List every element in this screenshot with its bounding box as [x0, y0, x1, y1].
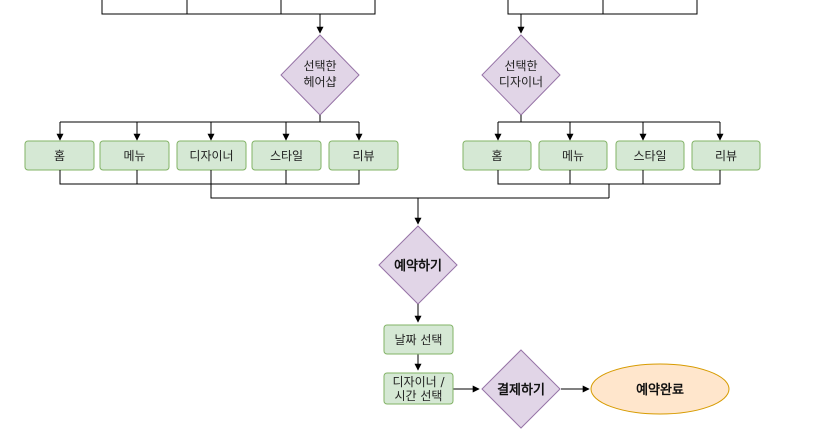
- salon-decision-line2: 헤어샵: [303, 75, 336, 89]
- pay-decision: 결제하기: [481, 349, 561, 429]
- designer-menu-style: 스타일: [615, 140, 685, 171]
- svg-text:스타일: 스타일: [270, 149, 303, 163]
- designer-decision-line2: 디자이너: [499, 75, 543, 89]
- date-select-step: 날짜 선택: [383, 324, 454, 355]
- pay-decision-label: 결제하기: [497, 382, 545, 398]
- top-connectors: [101, 0, 698, 34]
- svg-text:시간 선택: 시간 선택: [395, 389, 443, 403]
- designer-menu: 홈 메뉴 스타일 리뷰: [462, 140, 761, 171]
- svg-text:메뉴: 메뉴: [123, 149, 145, 163]
- salon-menu-review: 리뷰: [328, 140, 399, 171]
- svg-text:리뷰: 리뷰: [352, 149, 374, 163]
- svg-text:날짜 선택: 날짜 선택: [395, 333, 443, 347]
- reserve-decision: 예약하기: [378, 225, 458, 305]
- flow-connectors: [414, 304, 590, 393]
- terminal-label: 예약완료: [636, 382, 684, 398]
- designer-menu-review: 리뷰: [691, 140, 761, 171]
- svg-text:홈: 홈: [491, 149, 502, 163]
- svg-text:메뉴: 메뉴: [562, 149, 584, 163]
- svg-text:리뷰: 리뷰: [715, 149, 737, 163]
- salon-menu-designer: 디자이너: [176, 140, 247, 171]
- salon-menu-home: 홈: [24, 140, 95, 171]
- designer-menu-menu: 메뉴: [538, 140, 608, 171]
- reservation-complete-terminal: 예약완료: [590, 363, 730, 415]
- designer-decision-line1: 선택한: [504, 59, 537, 73]
- salon-decision: 선택한 헤어샵: [280, 34, 360, 116]
- salon-menu-menu: 메뉴: [99, 140, 170, 171]
- salon-decision-line1: 선택한: [303, 59, 336, 73]
- reserve-decision-label: 예약하기: [394, 258, 442, 274]
- salon-menu-style: 스타일: [251, 140, 322, 171]
- merge-connectors: [59, 170, 721, 225]
- salon-menu: 홈 메뉴 디자이너 스타일 리뷰: [24, 140, 399, 171]
- designer-menu-home: 홈: [462, 140, 532, 171]
- svg-text:스타일: 스타일: [633, 149, 666, 163]
- svg-text:홈: 홈: [54, 149, 65, 163]
- designer-time-step: 디자이너 / 시간 선택: [383, 372, 454, 405]
- menu-branch-connectors: [56, 115, 724, 141]
- svg-text:디자이너: 디자이너: [189, 149, 233, 163]
- designer-decision: 선택한 디자이너: [481, 34, 561, 116]
- svg-text:디자이너 /: 디자이너 /: [392, 375, 445, 389]
